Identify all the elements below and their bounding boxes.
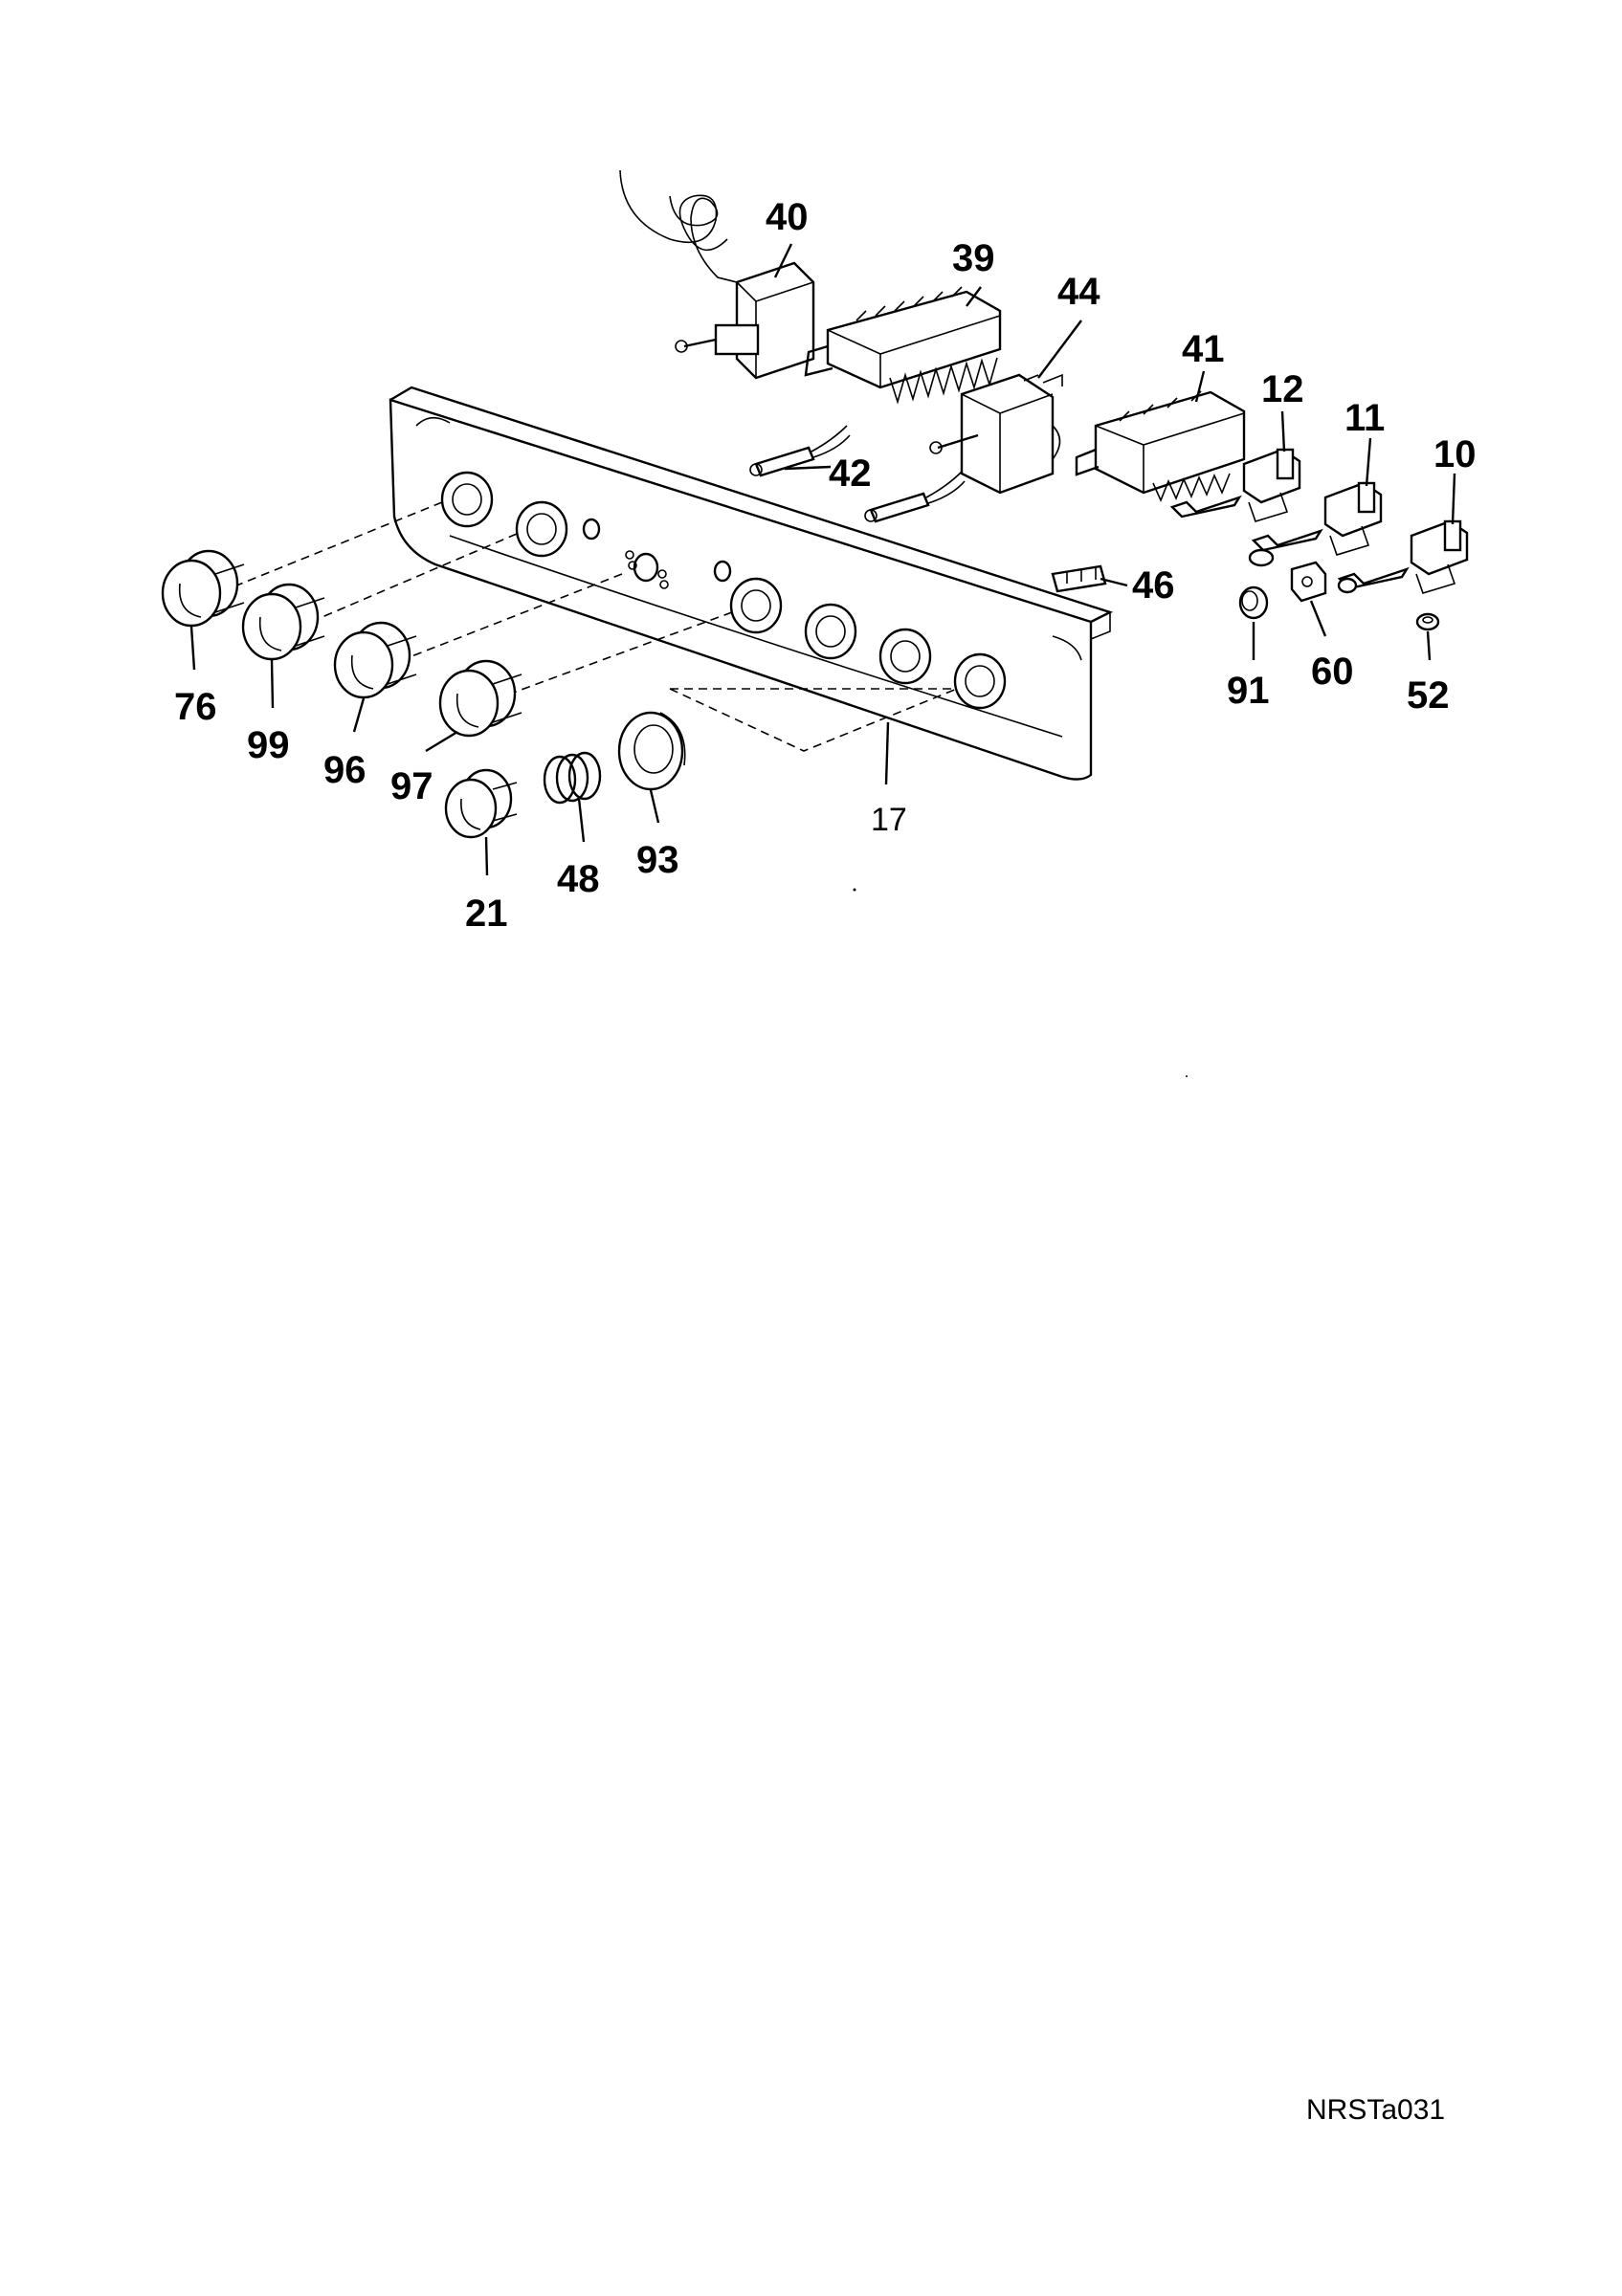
panel-knob-holes bbox=[440, 471, 1007, 710]
callout-10: 10 bbox=[1433, 433, 1477, 475]
callout-48: 48 bbox=[557, 858, 600, 900]
thermostat[interactable] bbox=[619, 169, 815, 380]
gas-tap-12[interactable] bbox=[1169, 448, 1301, 522]
callout-91: 91 bbox=[1227, 670, 1270, 712]
bezel-ring[interactable] bbox=[617, 711, 686, 791]
callout-97: 97 bbox=[390, 765, 433, 807]
thermocouple-sensor[interactable] bbox=[749, 425, 966, 523]
knob-96[interactable] bbox=[333, 621, 417, 699]
callout-93: 93 bbox=[636, 839, 679, 881]
callout-44: 44 bbox=[1057, 271, 1100, 313]
callout-11: 11 bbox=[1344, 397, 1385, 439]
gas-tap-11[interactable] bbox=[1251, 481, 1383, 556]
microswitch[interactable] bbox=[1290, 561, 1358, 603]
callout-99: 99 bbox=[247, 724, 290, 766]
sleeve-bush[interactable] bbox=[1238, 548, 1275, 620]
bracket-clip[interactable] bbox=[1051, 564, 1107, 593]
spring[interactable] bbox=[543, 751, 602, 805]
callout-46: 46 bbox=[1132, 564, 1175, 607]
gas-tap-10[interactable] bbox=[1337, 519, 1469, 594]
selector-switch[interactable] bbox=[804, 286, 1002, 405]
knob-97[interactable] bbox=[438, 659, 522, 738]
callout-40: 40 bbox=[766, 196, 809, 238]
knob-76[interactable] bbox=[161, 549, 245, 628]
control-panel[interactable] bbox=[389, 386, 1114, 781]
callout-60: 60 bbox=[1311, 651, 1354, 693]
washer[interactable] bbox=[1415, 612, 1440, 631]
callout-96: 96 bbox=[323, 749, 367, 791]
callout-21: 21 bbox=[465, 893, 508, 935]
energy-regulator[interactable] bbox=[929, 373, 1063, 495]
callout-39: 39 bbox=[952, 237, 995, 279]
knob-99[interactable] bbox=[241, 583, 325, 661]
callout-52: 52 bbox=[1407, 674, 1450, 717]
callout-41: 41 bbox=[1182, 328, 1225, 370]
callout-76: 76 bbox=[174, 686, 217, 728]
callout-labels: 40 39 44 41 12 11 10 42 46 91 60 52 76 9… bbox=[174, 196, 1477, 935]
knob-21[interactable] bbox=[444, 768, 518, 839]
diagram-code: NRSTa031 bbox=[1306, 2094, 1445, 2126]
callout-12: 12 bbox=[1261, 368, 1304, 410]
callout-17: 17 bbox=[871, 802, 907, 838]
callout-42: 42 bbox=[829, 453, 872, 495]
function-switch[interactable] bbox=[1075, 390, 1246, 503]
assembly-lines bbox=[229, 501, 958, 752]
leader-lines bbox=[189, 243, 1456, 876]
